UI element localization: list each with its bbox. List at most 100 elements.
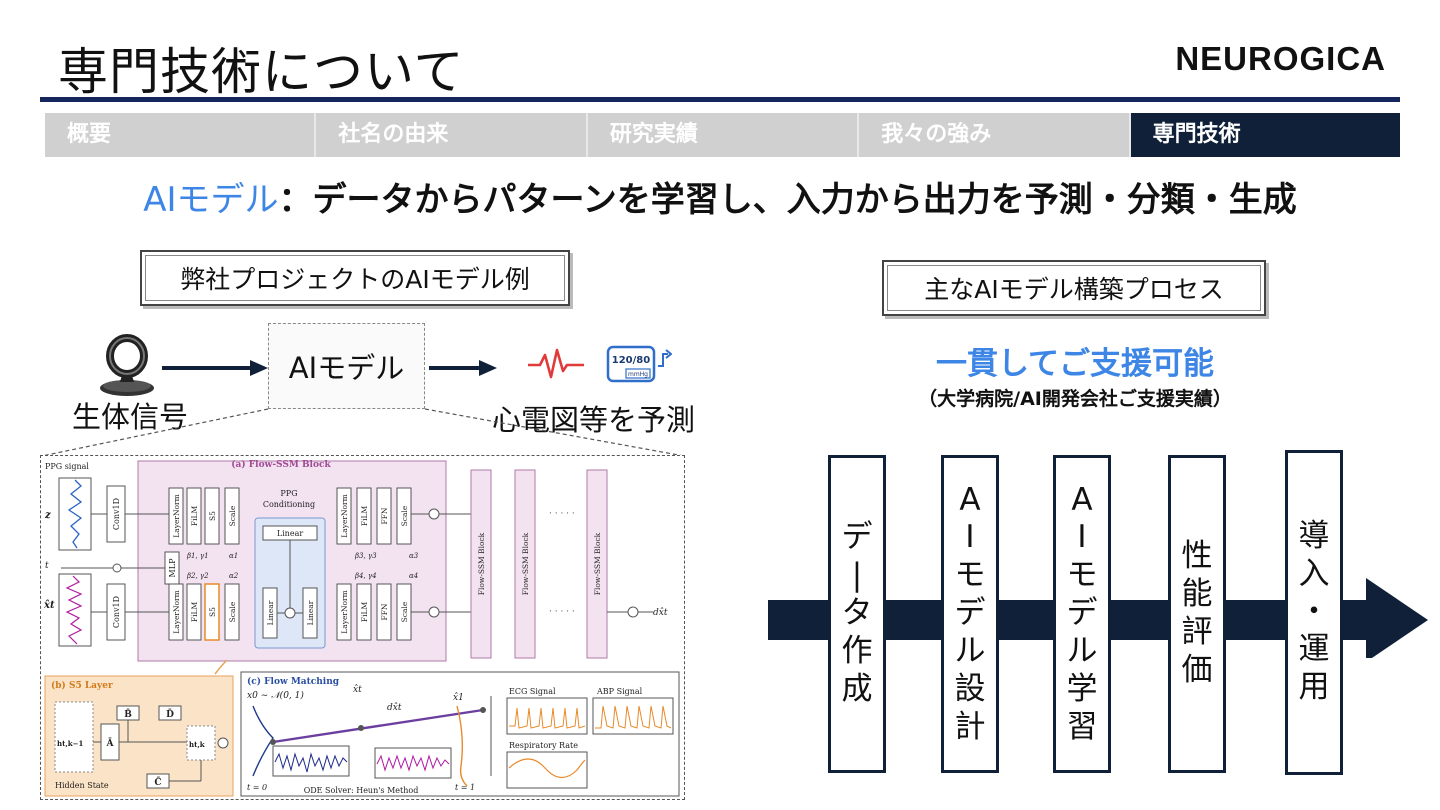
step-char: デ <box>954 595 986 632</box>
flow-ssm-block-title: (a) Flow-SSM Block <box>231 459 331 470</box>
title-divider <box>40 97 1400 102</box>
block-dots-bottom: · · · · · <box>549 607 575 617</box>
ecg-signal-label: ECG Signal <box>509 687 556 696</box>
conv1d-bottom: Conv1D <box>112 596 121 628</box>
t1-label: t = 1 <box>455 783 475 792</box>
c-bar: C̄ <box>154 776 161 788</box>
alpha-3: α3 <box>409 552 419 560</box>
tab-expertise[interactable]: 専門技術 <box>1130 113 1401 157</box>
step-deployment-operation: 導入・運用 <box>1285 450 1343 775</box>
b-bar: B̄ <box>124 708 132 720</box>
abp-waveform <box>595 705 672 729</box>
process-label: 主なAIモデル構築プロセス <box>882 260 1266 316</box>
ring-device-icon <box>100 334 154 396</box>
page-title: 専門技術について <box>58 43 465 101</box>
scale-4: Scale <box>400 601 409 622</box>
step-char: 設 <box>954 670 986 707</box>
dxt-flow-label: dx̂t <box>387 702 402 713</box>
dxt-output: dx̂t <box>653 607 668 618</box>
linear-top: Linear <box>277 529 304 538</box>
film-4: FiLM <box>360 602 369 623</box>
step-char: 能 <box>1181 576 1213 613</box>
t0-label: t = 0 <box>247 783 267 792</box>
company-logo: NEUROGICA <box>1175 40 1386 77</box>
step-char: I <box>965 519 975 556</box>
hidden-state-label: Hidden State <box>55 781 109 790</box>
scale-1: Scale <box>228 505 237 526</box>
respiratory-waveform <box>508 758 586 779</box>
bp-reading: 120/80 <box>612 355 650 366</box>
ppg-conditioning-1: PPG <box>280 489 297 498</box>
alpha-1: α1 <box>229 552 238 560</box>
tab-strengths[interactable]: 我々の強み <box>859 113 1131 157</box>
step-char: 用 <box>1298 669 1330 706</box>
alpha-2: α2 <box>229 572 239 580</box>
linear-left: Linear <box>266 600 275 625</box>
film-1: FiLM <box>190 506 199 527</box>
layernorm-1: LayerNorm <box>172 494 181 538</box>
h-prev: ht,k−1 <box>57 739 83 748</box>
s5-2: S5 <box>208 607 217 617</box>
tab-overview[interactable]: 概要 <box>45 113 317 157</box>
support-title: 一貫してご支援可能 <box>935 346 1215 382</box>
beta-gamma-2: β2, γ2 <box>186 572 209 580</box>
ode-solver-label: ODE Solver: Heun's Method <box>304 786 419 795</box>
flow-ssm-block-3: Flow-SSM Block <box>593 532 602 595</box>
step-char: I <box>1077 519 1087 556</box>
step-char: 評 <box>1181 614 1213 650</box>
support-subtitle: （大学病院/AI開発会社ご支援実績） <box>918 388 1232 410</box>
ai-model-box: AIモデル <box>268 323 425 409</box>
flow-ssm-block-1: Flow-SSM Block <box>477 532 486 595</box>
mlp-box: MLP <box>168 558 177 578</box>
tab-company-name-origin[interactable]: 社名の由来 <box>316 113 588 157</box>
ppg-signal-label: PPG signal <box>45 462 89 471</box>
respiratory-rate-label: Respiratory Rate <box>509 741 578 750</box>
step-char: ・ <box>1298 593 1330 630</box>
abp-signal-label: ABP Signal <box>596 687 643 696</box>
headline: AIモデル：データからパターンを学習し、入力から出力を予測・分類・生成 <box>0 172 1440 221</box>
a-bar: Ā <box>106 737 115 749</box>
step-data-creation: デ|タ作成 <box>828 455 886 773</box>
step-char: デ <box>841 519 873 556</box>
xt-flow-label: x̂t <box>353 684 362 695</box>
step-char: A <box>1071 481 1093 518</box>
layernorm-3: LayerNorm <box>340 494 349 538</box>
h-curr: ht,k <box>189 740 205 749</box>
flow-ssm-block-2: Flow-SSM Block <box>521 532 530 595</box>
conv1d-top: Conv1D <box>112 498 121 530</box>
alpha-4: α4 <box>409 572 418 580</box>
film-3: FiLM <box>360 506 369 527</box>
step-char: 作 <box>841 632 873 669</box>
t-label: t <box>45 561 49 571</box>
scale-3: Scale <box>400 505 409 526</box>
xt-label: x̂t <box>43 600 55 611</box>
ai-model-example-label: 弊社プロジェクトのAIモデル例 <box>140 250 570 306</box>
step-char: モ <box>1066 557 1098 594</box>
step-char: 計 <box>954 708 986 745</box>
step-char: 学 <box>1066 670 1098 707</box>
noisy-waveform <box>65 575 83 645</box>
step-char: モ <box>954 557 986 594</box>
step-char: デ <box>1066 595 1098 632</box>
partial-waveform <box>376 754 450 772</box>
z-label: z <box>44 510 51 521</box>
x0-label: x0 ∼ 𝒩(0, 1) <box>247 690 304 701</box>
layernorm-4: LayerNorm <box>340 590 349 634</box>
step-char: 性 <box>1181 538 1213 575</box>
arrow-to-ai-model <box>162 360 268 376</box>
s5-1: S5 <box>208 511 217 521</box>
tab-research-results[interactable]: 研究実績 <box>587 113 860 157</box>
ffn-3: FFN <box>380 507 389 524</box>
film-2: FiLM <box>190 602 199 623</box>
ffn-4: FFN <box>380 603 389 620</box>
beta-gamma-3: β3, γ3 <box>354 552 377 560</box>
zoom-connector-lines <box>41 408 685 457</box>
layernorm-2: LayerNorm <box>172 590 181 634</box>
ppg-conditioning-2: Conditioning <box>263 500 315 509</box>
scale-2: Scale <box>228 601 237 622</box>
step-char: 運 <box>1298 631 1330 668</box>
step-char: 成 <box>841 670 873 707</box>
step-char: 導 <box>1298 517 1330 554</box>
ecg-icon <box>528 348 584 379</box>
